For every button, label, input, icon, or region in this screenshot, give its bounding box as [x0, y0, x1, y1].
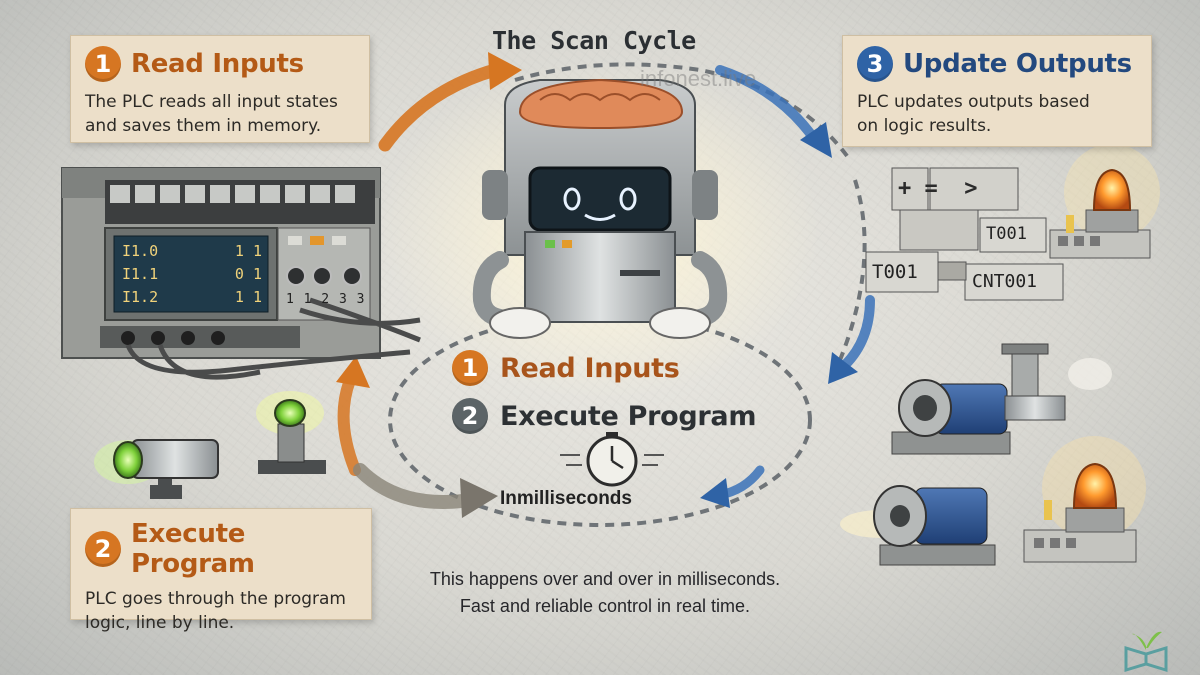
- robot-smile: [584, 213, 616, 221]
- card-title: Execute Program: [131, 519, 255, 579]
- center-step-execute-program: 2 Execute Program: [452, 398, 756, 434]
- plc-knob-2: [312, 266, 332, 286]
- arrow-orange-left: [337, 374, 361, 476]
- plc-row: I1.1 0 1: [122, 263, 262, 286]
- stopwatch-icon: [560, 432, 664, 487]
- step-number-badge: 2: [85, 531, 121, 567]
- robot-eye-right: [619, 187, 637, 211]
- plc-display-text: I1.0 1 1 I1.1 0 1 I1.2 1 1: [122, 240, 262, 309]
- step-number-badge: 2: [452, 398, 488, 434]
- card-line: The PLC reads all input states: [85, 92, 338, 112]
- footer-line: Fast and reliable control in real time.: [459, 596, 751, 616]
- arrow-blue-bottom-head: [700, 478, 730, 508]
- card-line: PLC goes through the program: [85, 589, 346, 609]
- robot-face-screen: [528, 166, 672, 232]
- card-description: The PLC reads all input states and saves…: [85, 90, 355, 138]
- arrow-blue-top: [715, 65, 820, 145]
- center-step-read-inputs: 1 Read Inputs: [452, 350, 680, 386]
- robot-hand-right: [649, 307, 711, 339]
- card-read-inputs: 1 Read Inputs The PLC reads all input st…: [70, 35, 370, 143]
- warning-light-bottom: [1023, 436, 1146, 563]
- step-number-badge: 1: [85, 46, 121, 82]
- arrow-gray-bottom-head: [460, 478, 498, 518]
- arrow-orange-top-head: [488, 52, 522, 90]
- plc-tag: I1.0: [122, 242, 159, 260]
- cycle-dashed-right: [838, 179, 867, 361]
- timing-label: Inmilliseconds: [500, 488, 632, 509]
- cycle-dashed-inner: [388, 313, 812, 527]
- warning-light-top: [1049, 144, 1160, 259]
- robot-eye-left: [563, 187, 581, 211]
- counter-block-label: CNT001: [972, 271, 1038, 292]
- card-line: and saves them in memory.: [85, 116, 322, 136]
- footer-line: This happens over and over in millisecon…: [429, 569, 781, 589]
- plc-tag: I1.2: [122, 288, 159, 306]
- card-line: PLC updates outputs based: [857, 92, 1090, 112]
- diagram-title: The Scan Cycle: [492, 26, 696, 55]
- plc-display-screen: [113, 235, 269, 313]
- card-update-outputs: 3 Update Outputs PLC updates outputs bas…: [842, 35, 1152, 147]
- center-step-label: Execute Program: [500, 400, 757, 432]
- arrow-orange-left-head: [336, 356, 370, 388]
- plc-knob-1: [286, 266, 306, 286]
- plc-value: 1 1: [234, 288, 262, 306]
- card-execute-program: 2 Execute Program PLC goes through the p…: [70, 508, 372, 633]
- cycle-dashed-top: [514, 62, 852, 162]
- plc-knob-labels: 1 1 2 3 3: [286, 292, 366, 307]
- book-sprout-logo-icon: [1124, 631, 1168, 672]
- arrow-blue-top-head: [800, 122, 832, 158]
- watermark: infonest.live: [640, 66, 757, 91]
- arrow-blue-right: [840, 295, 875, 370]
- arrow-blue-right-head: [828, 352, 858, 384]
- plc-value: 0 1: [234, 265, 262, 283]
- plc-knob-3: [342, 266, 362, 286]
- step-number-badge: 1: [452, 350, 488, 386]
- card-line: on logic results.: [857, 116, 992, 136]
- motor-with-valve: [891, 343, 1112, 455]
- center-step-label: Read Inputs: [500, 352, 680, 384]
- card-line: logic, line by line.: [85, 613, 235, 633]
- card-description: PLC goes through the program logic, line…: [85, 587, 357, 635]
- timer-block-label: T001: [872, 261, 918, 283]
- motor-bottom: [840, 485, 996, 566]
- plc-cables: [125, 297, 421, 380]
- plc-row: I1.2 1 1: [122, 286, 262, 309]
- card-title: Read Inputs: [131, 49, 304, 79]
- logic-block-ops: + = >: [898, 176, 978, 201]
- plc-tag: I1.1: [122, 265, 159, 283]
- plc-row: I1.0 1 1: [122, 240, 262, 263]
- arrow-orange-top: [378, 63, 502, 152]
- logic-blocks: [865, 167, 1064, 301]
- plc-controller: [61, 167, 421, 380]
- robot-brain: [518, 78, 684, 130]
- robot-hand-left: [489, 307, 551, 339]
- green-sensor-right: [256, 391, 326, 474]
- step-number-badge: 3: [857, 46, 893, 82]
- arrow-gray-bottom: [353, 463, 477, 509]
- card-description: PLC updates outputs based on logic resul…: [857, 90, 1137, 138]
- green-sensor-left: [94, 439, 219, 499]
- timer-block-label: T001: [986, 224, 1027, 244]
- plc-terminal-strip: [105, 180, 375, 224]
- footer-caption: This happens over and over in millisecon…: [390, 566, 820, 620]
- plc-value: 1 1: [234, 242, 262, 260]
- robot-cpu: [472, 78, 728, 339]
- card-title: Update Outputs: [903, 49, 1132, 79]
